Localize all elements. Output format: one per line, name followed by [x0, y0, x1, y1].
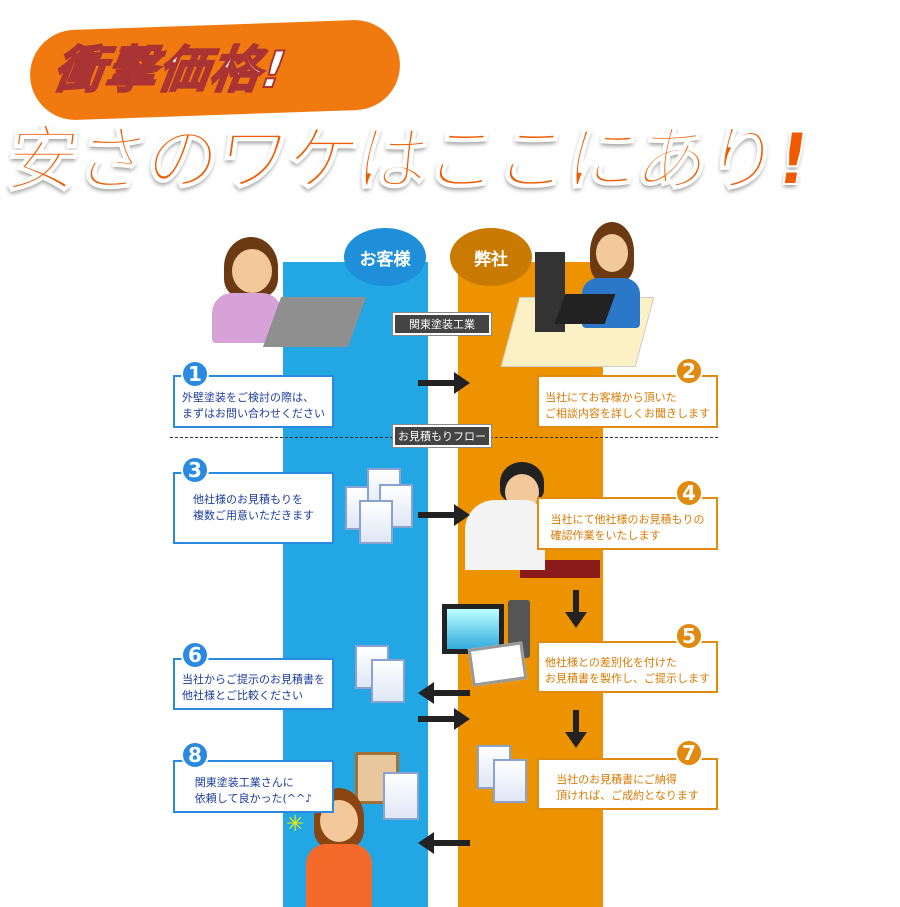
- step-3-box: 他社様のお見積もりを複数ご用意いただきます: [173, 472, 334, 544]
- step-8-box: 関東塗装工業さんに依頼して良かった(^^♪: [173, 760, 334, 813]
- arrow-down-icon: [565, 710, 587, 748]
- step-2-box: 当社にてお客様から頂いたご相談内容を詳しくお聞きします: [537, 375, 718, 428]
- step-text: 当社からご提示のお見積書を: [182, 673, 325, 686]
- woman-laptop-illustration: [212, 235, 367, 355]
- step-text: 頂ければ、ご成約となります: [556, 789, 699, 802]
- step-1-box: 外壁塗装をご検討の際は、まずはお問い合わせください: [173, 375, 334, 428]
- step-5-number: 5: [675, 622, 703, 650]
- step-3-number: 3: [181, 456, 209, 484]
- step-text: 依頼して良かった(^^♪: [194, 792, 313, 805]
- step-7-number: 7: [675, 739, 703, 767]
- man-reviewing-illustration: [465, 460, 605, 580]
- step-text: 当社のお見積書にご納得: [556, 773, 677, 786]
- step-6-number: 6: [181, 641, 209, 669]
- title-main: 安さのワケはここにあり!: [0, 116, 815, 202]
- step-text: 外壁塗装をご検討の際は、: [182, 391, 314, 404]
- step-1-number: 1: [181, 360, 209, 388]
- computer-email-icon: [440, 600, 535, 690]
- operator-illustration: [500, 222, 655, 372]
- step-4-box: 当社にて他社様のお見積もりの確認作業をいたします: [537, 497, 718, 550]
- arrow-left-icon: [418, 682, 470, 704]
- company-bubble: 弊社: [450, 228, 532, 286]
- flow-label: お見積もりフロー: [393, 425, 491, 447]
- step-2-number: 2: [675, 357, 703, 385]
- arrow-right-icon: [418, 504, 470, 526]
- arrow-down-icon: [565, 590, 587, 628]
- step-text: 関東塗装工業さんに: [194, 776, 294, 789]
- step-text: 当社にて他社様のお見積もりの: [550, 513, 705, 526]
- title-small: 衝撃価格!: [49, 40, 292, 100]
- step-text: 他社様とご比較ください: [182, 689, 303, 702]
- step-text: お見積書を製作し、ご提示します: [545, 672, 710, 685]
- step-text: 他社様との差別化を付けた: [545, 656, 677, 669]
- step-text: 当社にてお客様から頂いた: [545, 391, 677, 404]
- step-text: まずはお問い合わせください: [182, 407, 325, 420]
- step-4-number: 4: [675, 479, 703, 507]
- customer-bubble: お客様: [344, 228, 426, 286]
- arrow-right-icon: [418, 708, 470, 730]
- step-text: 他社様のお見積もりを: [193, 493, 303, 506]
- step-text: ご相談内容を詳しくお聞きします: [545, 407, 710, 420]
- arrow-right-icon: [418, 372, 470, 394]
- step-8-number: 8: [181, 741, 209, 769]
- company-name-label: 関東塗装工業: [393, 313, 491, 335]
- step-text: 複数ご用意いただきます: [193, 509, 314, 522]
- arrow-left-icon: [418, 832, 470, 854]
- step-text: 確認作業をいたします: [550, 529, 661, 542]
